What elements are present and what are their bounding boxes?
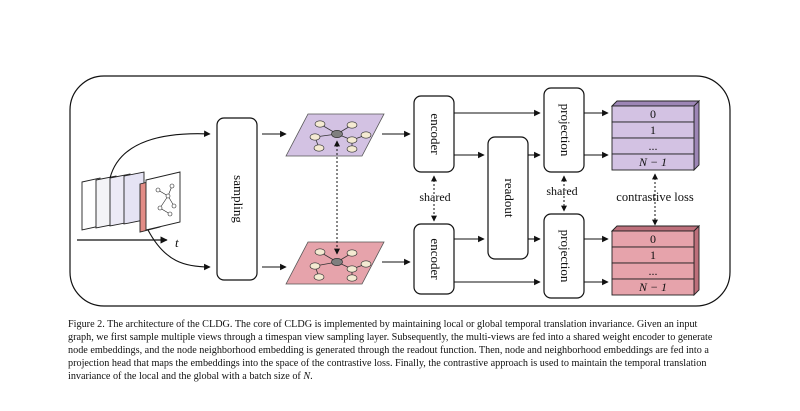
caption-line-last: invariance of the local and the global w…	[68, 370, 740, 383]
graph-view-front	[145, 171, 181, 231]
graph-view-bottom	[285, 241, 385, 285]
batch-stack-side-face	[693, 224, 700, 297]
batch-stack-top-face	[610, 225, 701, 232]
sampling-label: sampling	[231, 175, 246, 223]
batch-row-label: N − 1	[638, 280, 667, 294]
batch-row-label: 1	[650, 123, 656, 137]
caption-line: projection head that maps the embeddings…	[68, 358, 707, 370]
sampling-block	[216, 117, 258, 281]
input-views-stack	[81, 171, 181, 233]
batch-row-label: 0	[650, 107, 656, 121]
projection-shared-label: shared	[546, 184, 577, 198]
architecture-diagram: t sampling	[69, 75, 731, 307]
time-axis-label: t	[175, 235, 179, 250]
curve-to-sampling-top	[109, 130, 211, 179]
encoder-bottom	[413, 223, 455, 295]
batch-stack-top: 0 1... N − 1	[610, 99, 701, 172]
projection-top-label: projection	[558, 104, 573, 157]
graph-view-top	[285, 113, 385, 157]
encoder-top	[413, 95, 455, 173]
batch-row-label: 0	[650, 232, 656, 246]
projection-top	[543, 87, 585, 173]
batch-row-label: N − 1	[638, 155, 667, 169]
batch-stack-bottom: 0 1... N − 1	[610, 224, 701, 297]
center-node-top	[331, 130, 343, 138]
view-graph-icon	[155, 183, 177, 217]
caption-line: Figure 2. The architecture of the CLDG. …	[68, 319, 698, 330]
figure-caption: Figure 2. The architecture of the CLDG. …	[68, 318, 740, 383]
projection-bottom	[543, 213, 585, 299]
outer-frame	[69, 75, 731, 307]
batch-row	[611, 153, 695, 171]
encoder-bottom-label: encoder	[428, 238, 443, 280]
caption-line: node embeddings, and the node neighborho…	[68, 345, 709, 357]
batch-row-label: 1	[650, 248, 656, 262]
encoder-top-label: encoder	[428, 113, 443, 155]
caption-line: graph, we first sample multiple views th…	[68, 332, 713, 344]
caption-batch-variable: N	[303, 371, 311, 383]
projection-bottom-label: projection	[558, 230, 573, 283]
readout-block	[487, 136, 529, 260]
contrastive-loss-label: contrastive loss	[616, 190, 694, 204]
readout-label: readout	[502, 179, 517, 218]
batch-row-label: ...	[649, 139, 658, 153]
batch-stack-top-face	[610, 100, 701, 107]
curve-to-sampling-bottom	[147, 229, 211, 271]
caption-last-prefix: invariance of the local and the global w…	[68, 371, 304, 383]
batch-stack-side-face	[693, 99, 700, 172]
encoder-shared-label: shared	[419, 190, 450, 204]
batch-row-label: ...	[649, 264, 658, 278]
batch-row	[611, 278, 695, 296]
caption-last-suffix: .	[310, 371, 313, 383]
center-node-bottom	[331, 258, 343, 266]
